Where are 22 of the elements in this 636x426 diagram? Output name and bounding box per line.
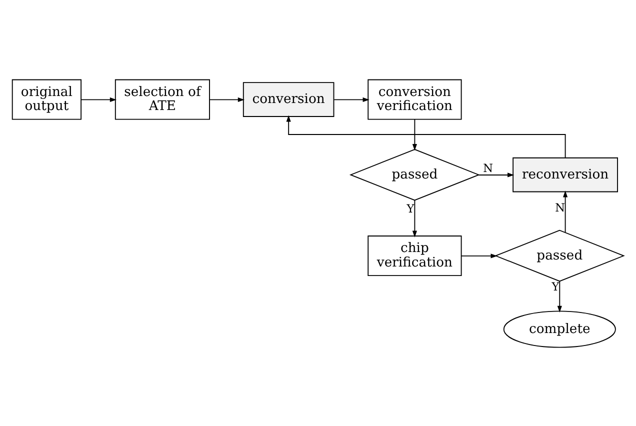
node-box: reconversion (512, 156, 618, 192)
edge-label: Y (406, 202, 414, 216)
arrow (412, 199, 418, 237)
node-box: conversion (242, 82, 334, 116)
node-box: original output (12, 78, 82, 120)
arrow (557, 280, 562, 312)
node-box: conversion verification (368, 78, 462, 120)
node-box: selection of ATE (114, 78, 210, 120)
node-diamond: passed (494, 229, 625, 282)
arrow (80, 96, 117, 102)
edge-label: N (555, 200, 566, 214)
arrow (563, 190, 568, 232)
node-ellipse: complete (503, 310, 616, 348)
node-diamond: passed (349, 148, 480, 200)
arrow (334, 96, 370, 102)
arrow (209, 96, 245, 102)
arrow (286, 114, 566, 158)
edge-label: N (483, 161, 494, 174)
arrow (478, 172, 514, 177)
arrow (412, 118, 418, 150)
node-box: chip verification (368, 235, 462, 276)
arrow (460, 253, 498, 258)
